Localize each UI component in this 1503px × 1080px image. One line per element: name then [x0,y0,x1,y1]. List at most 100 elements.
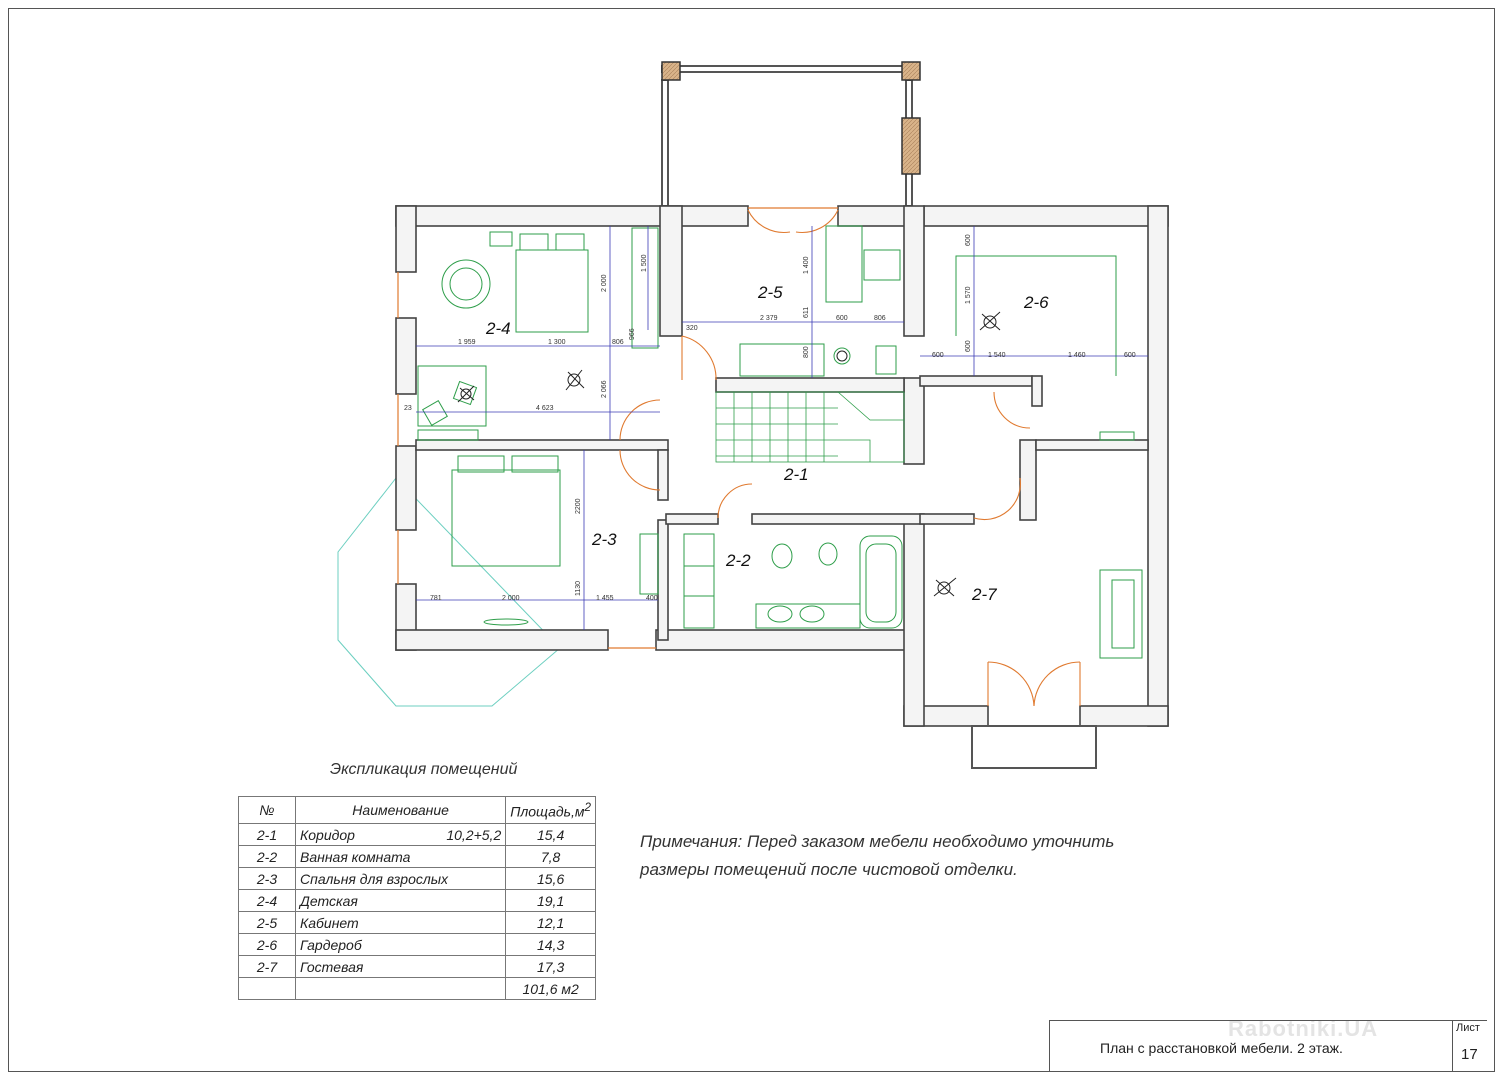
table-header-row: № Наименование Площадь,м2 [238,796,596,824]
dim-label: 600 [965,340,972,352]
dim-label: 806 [612,339,624,346]
row-no: 2-7 [238,955,296,978]
staircase [715,391,905,463]
dim-label: 1 455 [596,595,614,602]
bay-window-outline [337,477,561,707]
total-empty-no [238,977,296,1000]
total-area: 101,6 м2 [505,977,596,1000]
room-label-2-5: 2-5 [757,283,783,302]
header-name: Наименование [294,796,507,824]
round-chair [441,259,491,309]
row-name: Детская [294,889,507,912]
desk-2-5 [825,225,863,303]
header-area-sup: 2 [584,800,591,814]
table-row: 2-6 Гардероб 14,3 [238,933,596,956]
dim-label: 1 540 [988,352,1006,359]
column-left [661,61,681,81]
person-icons [457,311,1001,597]
room-labels: 2-1 2-2 2-3 2-4 2-5 2-6 2-7 [485,283,1049,604]
dim-label: 781 [430,595,442,602]
header-area: Площадь,м2 [505,796,596,824]
header-no: № [238,796,296,824]
dim-label: 2200 [575,498,582,514]
dim-label: 400 [646,595,658,602]
room-label-2-3: 2-3 [591,530,617,549]
total-empty-name [294,977,507,1000]
room-label-2-2: 2-2 [725,551,751,570]
row-area: 12,1 [505,911,596,934]
row-no: 2-1 [238,823,296,846]
dim-label: 806 [874,315,886,322]
column-right [901,61,921,81]
row-area: 15,4 [505,823,596,846]
dim-label: 23 [404,405,412,412]
row-area: 14,3 [505,933,596,956]
drawing-frame [8,8,1495,1072]
dim-label: 600 [965,234,972,246]
sheet-number: 17 [1461,1046,1478,1063]
room-label-2-4: 2-4 [485,319,511,338]
bed-2-3 [451,469,561,567]
header-area-text: Площадь,м [510,803,585,820]
row-area: 15,6 [505,867,596,890]
row-no: 2-2 [238,845,296,868]
room-label-2-6: 2-6 [1023,293,1049,312]
table-total-row: 101,6 м2 [238,977,596,1000]
dim-label: 1 570 [965,286,972,304]
dim-label: 320 [686,325,698,332]
dim-label: 611 [803,307,810,318]
dim-label: 1 500 [641,254,648,272]
dim-label: 1 959 [458,339,476,346]
sofa-2-7 [1099,569,1143,659]
explication-title: Экспликация помещений [330,761,518,778]
floor-plan: 1 959 1 300 806 4 623 23 2 000 1 500 966… [337,61,1169,769]
sheet-label: Лист [1456,1022,1480,1034]
table-row: 2-5 Кабинет 12,1 [238,911,596,934]
dim-label: 600 [1124,352,1136,359]
explication-table: № Наименование Площадь,м2 2-1 Коридор 10,… [238,796,596,1000]
dimension-lines [416,226,1148,630]
row-area: 19,1 [505,889,596,912]
dim-label: 2 379 [760,315,778,322]
dim-label: 800 [803,346,810,358]
room-label-2-7: 2-7 [971,585,997,604]
bed-2-4 [515,249,589,333]
dim-label: 600 [932,352,944,359]
row-area: 7,8 [505,845,596,868]
dim-label: 966 [629,328,636,340]
table-row: 2-3 Спальня для взрослых 15,6 [238,867,596,890]
row-name: Спальня для взрослых [294,867,507,890]
dim-label: 4 623 [536,405,554,412]
row-name-text: Коридор [300,826,355,843]
table-row: 2-2 Ванная комната 7,8 [238,845,596,868]
dim-label: 1 300 [548,339,566,346]
dim-label: 1 400 [803,256,810,274]
drawing-title: План с расстановкой мебели. 2 этаж. [1100,1040,1343,1056]
bottom-balcony [971,725,1097,769]
walls [395,205,1169,727]
row-no: 2-6 [238,933,296,956]
row-name: Коридор 10,2+5,2 [294,823,507,846]
notes: Примечания: Перед заказом мебели необход… [640,828,1160,884]
dim-label: 2 066 [601,380,608,398]
dim-label: 600 [836,315,848,322]
note-line-1: Примечания: Перед заказом мебели необход… [640,832,1115,851]
window-marks [397,207,838,649]
table-row: 2-7 Гостевая 17,3 [238,955,596,978]
row-no: 2-3 [238,867,296,890]
furniture [417,225,1143,659]
row-name: Гостевая [294,955,507,978]
dim-label: 1130 [575,581,582,596]
row-extra: 10,2+5,2 [446,826,502,843]
row-name: Ванная комната [294,845,507,868]
dim-label: 2 000 [502,595,520,602]
doors [619,209,1081,707]
row-no: 2-5 [238,911,296,934]
row-no: 2-4 [238,889,296,912]
dim-label: 2 000 [601,274,608,292]
note-line-2: размеры помещений после чистовой отделки… [640,860,1018,879]
table-row: 2-1 Коридор 10,2+5,2 15,4 [238,823,596,846]
dimension-labels: 1 959 1 300 806 4 623 23 2 000 1 500 966… [404,234,1136,602]
title-block [1049,1020,1487,1072]
table-row: 2-4 Детская 19,1 [238,889,596,912]
